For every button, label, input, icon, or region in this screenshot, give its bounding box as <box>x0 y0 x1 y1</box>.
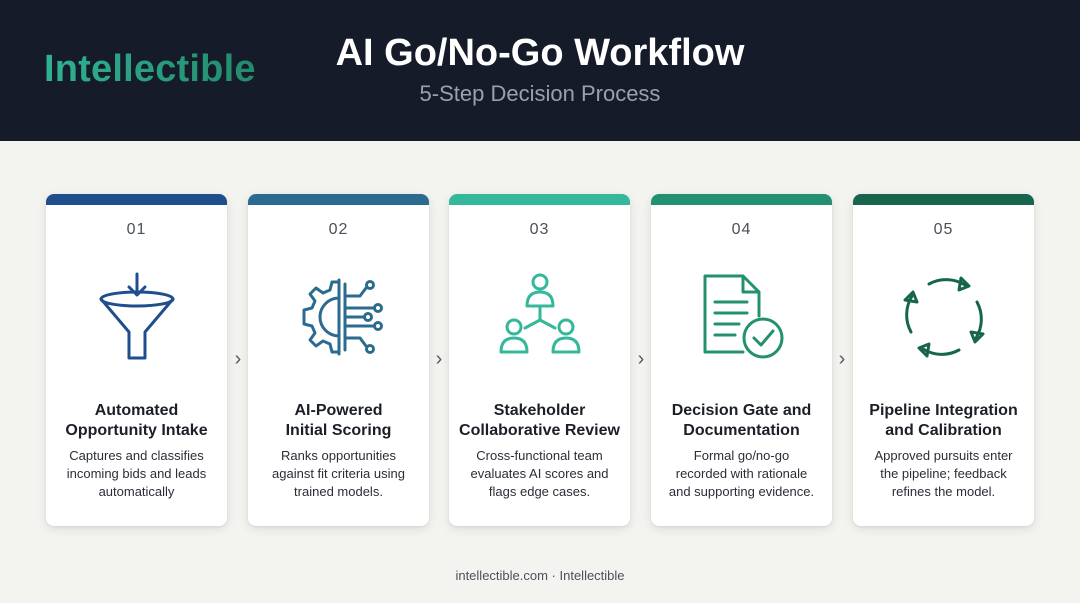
logo: Intellectible <box>44 48 256 90</box>
team-hierarchy-icon <box>495 272 585 362</box>
funnel-icon <box>92 272 182 362</box>
document-check-icon <box>697 272 787 362</box>
chevron-right-icon: › <box>637 348 645 370</box>
chevron-right-icon: › <box>838 348 846 370</box>
step-number: 05 <box>933 221 954 238</box>
chevron-right-icon: › <box>234 348 242 370</box>
step-number: 01 <box>126 221 147 238</box>
step-number: 03 <box>529 221 550 238</box>
step-color-bar <box>46 194 227 205</box>
step-color-bar <box>248 194 429 205</box>
footer-text: intellectible.com · Intellectible <box>455 568 625 583</box>
step-number: 04 <box>731 221 752 238</box>
step-color-bar <box>853 194 1034 205</box>
step-color-bar <box>651 194 832 205</box>
page-title: AI Go/No-Go Workflow <box>335 32 745 74</box>
step-color-bar <box>449 194 630 205</box>
step-number: 02 <box>328 221 349 238</box>
chevron-right-icon: › <box>435 348 443 370</box>
header-banner: Intellectible AI Go/No-Go Workflow 5-Ste… <box>0 0 1080 141</box>
cycle-arrows-icon <box>899 272 989 362</box>
page-subtitle: 5-Step Decision Process <box>419 81 661 106</box>
ai-gear-circuit-icon <box>294 272 384 362</box>
